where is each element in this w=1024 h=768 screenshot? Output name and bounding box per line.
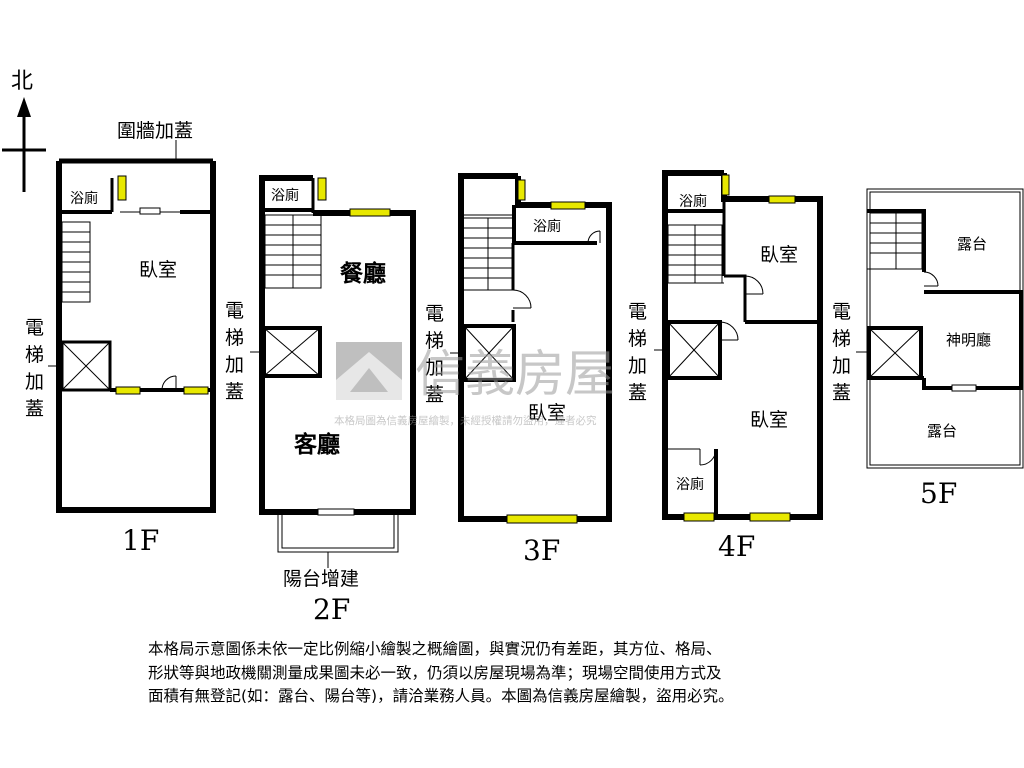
stairs-1f	[61, 221, 91, 303]
svg-text:梯: 梯	[225, 327, 244, 349]
elevator-label-5f: 電 梯 加 蓋	[832, 301, 851, 404]
bathroom-label-2f: 浴廁	[271, 187, 299, 204]
bedroom-main-label-4f: 臥室	[750, 409, 788, 431]
watermark-notice: 本格局圖為信義房屋繪製，未經授權請勿盜用，違者必究	[334, 414, 597, 427]
bathroom-label-3f: 浴廁	[533, 218, 561, 235]
shrine-label-5f: 神明廳	[946, 331, 991, 349]
svg-text:梯: 梯	[25, 344, 44, 366]
svg-text:蓋: 蓋	[225, 381, 244, 403]
svg-text:加: 加	[832, 355, 851, 377]
balcony-label-2f: 陽台增建	[283, 568, 359, 590]
floor-label-1f: 1F	[122, 524, 159, 557]
balcony-2f	[277, 511, 399, 553]
svg-text:電: 電	[425, 303, 444, 325]
elevator-label-4f: 電 梯 加 蓋	[628, 301, 647, 404]
brand-logo-icon	[336, 342, 402, 400]
svg-text:梯: 梯	[628, 328, 647, 350]
elevator-label-1f: 電 梯 加 蓋	[25, 317, 44, 420]
svg-text:電: 電	[628, 301, 647, 323]
bedroom-label-3f: 臥室	[528, 402, 566, 424]
bedroom-top-label-4f: 臥室	[760, 244, 798, 266]
svg-text:加: 加	[25, 371, 44, 393]
stairs-3f	[462, 217, 514, 291]
svg-text:電: 電	[225, 300, 244, 322]
terrace-bottom-label-5f: 露台	[927, 422, 957, 440]
north-compass: 北	[2, 69, 46, 192]
north-label: 北	[11, 69, 33, 94]
disclaimer-line-1: 本格局示意圖係未依一定比例縮小繪製之概繪圖，與實況仍有差距，其方位、格局、	[148, 640, 722, 658]
elevator-label-3f: 電 梯 加 蓋	[425, 303, 444, 406]
svg-text:蓋: 蓋	[832, 382, 851, 404]
svg-text:加: 加	[225, 354, 244, 376]
living-label-2f: 客廳	[294, 431, 340, 458]
svg-text:電: 電	[25, 317, 44, 339]
terrace-top-label-5f: 露台	[957, 235, 987, 253]
stairs-4f	[667, 224, 723, 284]
floor-label-2f: 2F	[313, 593, 350, 626]
dining-label-2f: 餐廳	[340, 260, 386, 287]
floor-label-3f: 3F	[523, 534, 560, 567]
stairs-2f	[264, 214, 322, 289]
watermark: 信義房屋 本格局圖為信義房屋繪製，未經授權請勿盜用，違者必究	[334, 342, 615, 427]
svg-text:梯: 梯	[425, 330, 444, 352]
floor-label-4f: 4F	[718, 530, 755, 563]
bathroom-top-label-4f: 浴廁	[679, 193, 707, 210]
disclaimer-line-3: 面積有無登記(如：露台、陽台等)，請洽業務人員。本圖為信義房屋繪製，盜用必究。	[148, 687, 734, 705]
svg-text:梯: 梯	[832, 328, 851, 350]
svg-text:加: 加	[628, 355, 647, 377]
svg-text:蓋: 蓋	[425, 384, 444, 406]
stairs-5f	[869, 212, 923, 270]
watermark-brand: 信義房屋	[415, 345, 615, 403]
elevator-shaft-5f	[867, 326, 923, 380]
north-arrow-icon	[17, 97, 31, 117]
svg-text:電: 電	[832, 301, 851, 323]
wall-extension-label: 圍牆加蓋	[117, 120, 193, 142]
disclaimer-line-2: 形狀等與地政機關測量成果圖未必一致，仍須以房屋現場為準；現場空間使用方式及	[148, 663, 722, 682]
floor-5f-plan	[866, 188, 1024, 469]
floor-4f-plan	[662, 170, 823, 522]
floor-label-5f: 5F	[920, 477, 957, 510]
svg-text:蓋: 蓋	[628, 382, 647, 404]
bedroom-label-1f: 臥室	[139, 259, 177, 281]
elevator-label-2f: 電 梯 加 蓋	[225, 300, 244, 403]
bathroom-label-1f: 浴廁	[70, 190, 98, 207]
bathroom-bottom-label-4f: 浴廁	[676, 476, 704, 493]
floor-1f-plan	[56, 158, 216, 513]
svg-text:蓋: 蓋	[25, 398, 44, 420]
svg-text:加: 加	[425, 357, 444, 379]
disclaimer-text: 本格局示意圖係未依一定比例縮小繪製之概繪圖，與實況仍有差距，其方位、格局、 形狀…	[148, 638, 888, 709]
